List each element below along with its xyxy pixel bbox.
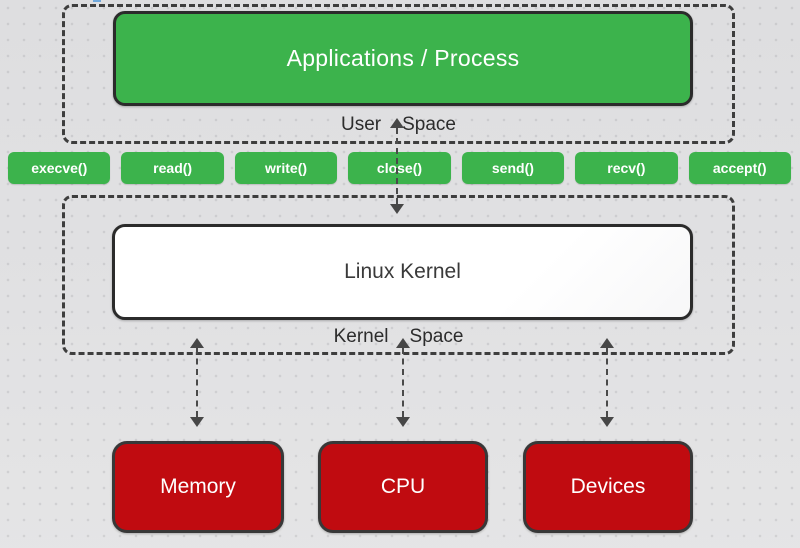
syscall-execve: execve(): [8, 152, 111, 184]
arrow-shaft: [196, 348, 198, 417]
syscall-write: write(): [234, 152, 338, 184]
syscall-send-label: send(): [491, 160, 534, 176]
devices-label: Devices: [570, 475, 646, 498]
arrow-down-icon: [396, 417, 410, 427]
kernel-space-container: [62, 195, 735, 355]
syscall-close: close(): [348, 152, 451, 184]
syscall-send: send(): [461, 152, 565, 184]
applications-process-label: Applications / Process: [286, 45, 520, 71]
blue-marker-artifact: [93, 0, 101, 2]
cpu-label: CPU: [380, 475, 426, 498]
user-kernel-arrow: [389, 118, 405, 214]
kernel-cpu-arrow: [395, 338, 411, 427]
linux-kernel-box: Linux Kernel: [112, 224, 693, 320]
syscall-execve-label: execve(): [31, 160, 88, 176]
syscall-row: execve() read() write() close() send() r…: [8, 152, 791, 184]
arrow-up-icon: [390, 118, 404, 128]
arrow-shaft: [396, 128, 398, 204]
memory-label: Memory: [160, 475, 236, 498]
arrow-shaft: [402, 348, 404, 417]
syscall-read: read(): [121, 152, 224, 184]
syscall-accept-label: accept(): [712, 160, 767, 176]
arrow-down-icon: [600, 417, 614, 427]
syscall-recv-label: recv(): [607, 160, 646, 176]
arrow-up-icon: [396, 338, 410, 348]
syscall-accept: accept(): [688, 152, 791, 184]
arrow-up-icon: [190, 338, 204, 348]
arrow-down-icon: [190, 417, 204, 427]
kernel-memory-arrow: [189, 338, 205, 427]
arrow-up-icon: [600, 338, 614, 348]
syscall-close-label: close(): [376, 160, 423, 176]
applications-process-box: Applications / Process: [113, 11, 693, 106]
user-space-container: [62, 4, 735, 144]
devices-box: Devices: [523, 441, 693, 533]
cpu-box: CPU: [318, 441, 488, 533]
syscall-read-label: read(): [153, 160, 193, 176]
linux-kernel-label: Linux Kernel: [344, 260, 461, 283]
syscall-write-label: write(): [265, 160, 308, 176]
arrow-shaft: [606, 348, 608, 417]
kernel-devices-arrow: [599, 338, 615, 427]
arrow-down-icon: [390, 204, 404, 214]
syscall-recv: recv(): [575, 152, 678, 184]
memory-box: Memory: [112, 441, 284, 533]
